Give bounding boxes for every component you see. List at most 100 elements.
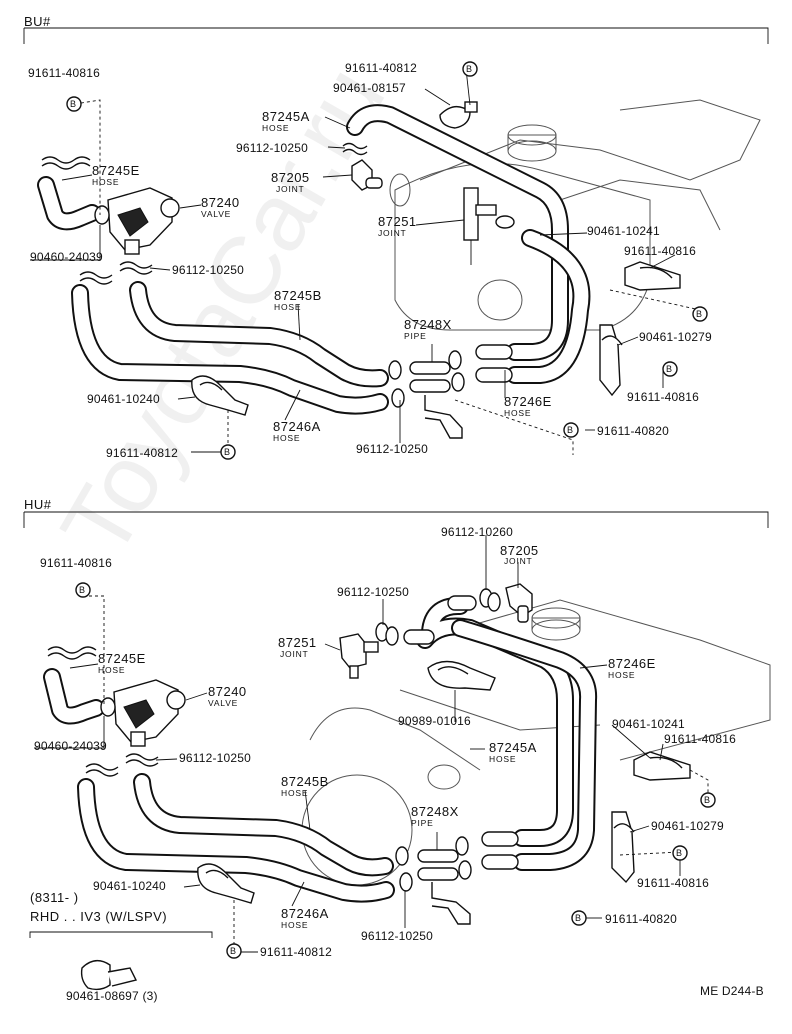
bu-bracket-90461-10241 — [624, 261, 681, 291]
inset-part-number: 90461-08697 (3) — [66, 989, 158, 1003]
hu-bracket-90461-10241 — [633, 751, 691, 781]
diagram-code: ME D244-B — [700, 984, 764, 998]
callout-hu-87240-type: VALVE — [208, 698, 239, 708]
bu-hose-stubs — [475, 344, 513, 383]
callout-hu-90461-10279: 90461-10279 — [651, 819, 724, 833]
callout-hu-87205: 87205 — [500, 543, 539, 558]
callout-hu-96112-10250-a: 96112-10250 — [337, 585, 410, 599]
callout-hu-90989-01016: 90989-01016 — [398, 714, 471, 728]
bu-pipe-87248X — [409, 361, 463, 439]
hu-clamps — [47, 588, 501, 892]
callout-hu-90461-10240: 90461-10240 — [93, 879, 166, 893]
callout-bu-87245A-type: HOSE — [262, 123, 290, 133]
bu-joint-87205 — [351, 159, 383, 191]
hu-valve-87240 — [100, 679, 186, 747]
callout-bu-87245B: 87245B — [274, 288, 322, 303]
callout-bu-87246A-type: HOSE — [273, 433, 301, 443]
callout-bu-90460-24039: 90460-24039 — [30, 250, 103, 264]
callout-bu-96112-10250-a: 96112-10250 — [172, 263, 245, 277]
bolt-symbol: B — [666, 364, 673, 374]
section-title-hu: HU# — [24, 497, 52, 512]
bolt-symbol: B — [696, 309, 703, 319]
inset-condition: RHD . . IV3 (W/LSPV) — [30, 909, 168, 924]
callout-hu-87245A-type: HOSE — [489, 754, 517, 764]
callout-hu-91611-40812: 91611-40812 — [260, 945, 333, 959]
bu-hose-87245B — [129, 281, 389, 388]
callout-hu-96112-10250-c: 96112-10250 — [361, 929, 434, 943]
hu-hose-87245E — [43, 668, 105, 725]
callout-bu-90461-10241: 90461-10241 — [587, 224, 660, 238]
callout-bu-87248X: 87248X — [404, 317, 452, 332]
callout-hu-87205-type: JOINT — [504, 556, 533, 566]
callout-hu-87240: 87240 — [208, 684, 247, 699]
callout-hu-96112-10250-b: 96112-10250 — [179, 751, 252, 765]
hu-leader-lines — [34, 535, 709, 953]
callout-hu-87251: 87251 — [278, 635, 317, 650]
callout-bu-87251: 87251 — [378, 214, 417, 229]
hu-bracket-90461-10240 — [197, 863, 255, 904]
hu-joint-87205 — [505, 583, 533, 623]
callout-bu-90461-10279: 90461-10279 — [639, 330, 712, 344]
callout-hu-87245B: 87245B — [281, 774, 329, 789]
bu-bracket-90461-10279 — [599, 324, 623, 397]
callout-hu-96112-10260: 96112-10260 — [441, 525, 514, 539]
bu-section — [23, 27, 769, 460]
bolt-symbol: B — [466, 64, 473, 74]
callout-hu-87246A: 87246A — [281, 906, 329, 921]
callout-bu-91611-40820: 91611-40820 — [597, 424, 670, 438]
callout-hu-87248X: 87248X — [411, 804, 459, 819]
callout-bu-91611-40816-a: 91611-40816 — [28, 66, 101, 80]
hu-section — [23, 511, 771, 991]
callout-hu-87248X-type: PIPE — [411, 818, 434, 828]
callout-hu-90460-24039: 90460-24039 — [34, 739, 107, 753]
hu-joint-87251 — [339, 633, 379, 679]
callout-bu-87205: 87205 — [271, 170, 310, 185]
bu-hose-87245A — [346, 104, 569, 361]
callout-bu-87245A: 87245A — [262, 109, 310, 124]
callout-bu-91611-40812-b: 91611-40812 — [106, 446, 179, 460]
callout-hu-91611-40816-a: 91611-40816 — [40, 556, 113, 570]
callout-bu-90461-08157: 90461-08157 — [333, 81, 406, 95]
bolt-symbol: B — [230, 946, 237, 956]
bolt-symbol: B — [704, 795, 711, 805]
section-title-bu: BU# — [24, 14, 51, 29]
bu-clamps — [41, 142, 515, 408]
callout-bu-87245E: 87245E — [92, 163, 140, 178]
hu-bracket-90461-10279 — [611, 811, 635, 884]
callout-bu-96112-10250-c: 96112-10250 — [356, 442, 429, 456]
hu-hose-87245B — [133, 773, 394, 877]
inset-date-range: (8311- ) — [30, 890, 79, 905]
callout-hu-87245E-type: HOSE — [98, 665, 126, 675]
hu-hose-87246E — [451, 619, 598, 871]
bu-joint-87251 — [463, 187, 497, 265]
hu-pipe-87248X — [417, 849, 471, 925]
hu-section-bracket — [23, 511, 769, 528]
callout-hu-91611-40820: 91611-40820 — [605, 912, 678, 926]
hu-hose-87246A — [77, 778, 395, 903]
callout-hu-91611-40816-c: 91611-40816 — [637, 876, 710, 890]
hu-hose-stubs — [403, 595, 519, 870]
bu-bracket-90461-10240 — [191, 375, 249, 416]
callout-hu-87245E: 87245E — [98, 651, 146, 666]
callout-hu-87246E-type: HOSE — [608, 670, 636, 680]
callout-bu-87248X-type: PIPE — [404, 331, 427, 341]
callout-bu-87205-type: JOINT — [276, 184, 305, 194]
bu-hose-87246E — [506, 229, 591, 384]
bu-section-bracket — [23, 27, 769, 44]
callout-bu-87245B-type: HOSE — [274, 302, 302, 312]
callout-bu-87246E: 87246E — [504, 394, 552, 409]
bu-valve-87240 — [94, 187, 180, 255]
callout-bu-91611-40812-a: 91611-40812 — [345, 61, 418, 75]
bu-hose-87246A — [71, 284, 389, 415]
callout-hu-91611-40816-b: 91611-40816 — [664, 732, 737, 746]
bu-clamp-90461-08157 — [439, 101, 478, 129]
bolt-symbol: B — [567, 425, 574, 435]
callout-bu-91611-40816-b: 91611-40816 — [624, 244, 697, 258]
callout-bu-87240: 87240 — [201, 195, 240, 210]
callout-hu-87251-type: JOINT — [280, 649, 309, 659]
bolt-symbol: B — [70, 99, 77, 109]
hu-clamp-90989-01016 — [427, 660, 496, 691]
callout-bu-90461-10240: 90461-10240 — [87, 392, 160, 406]
callout-bu-96112-10250-b: 96112-10250 — [236, 141, 309, 155]
